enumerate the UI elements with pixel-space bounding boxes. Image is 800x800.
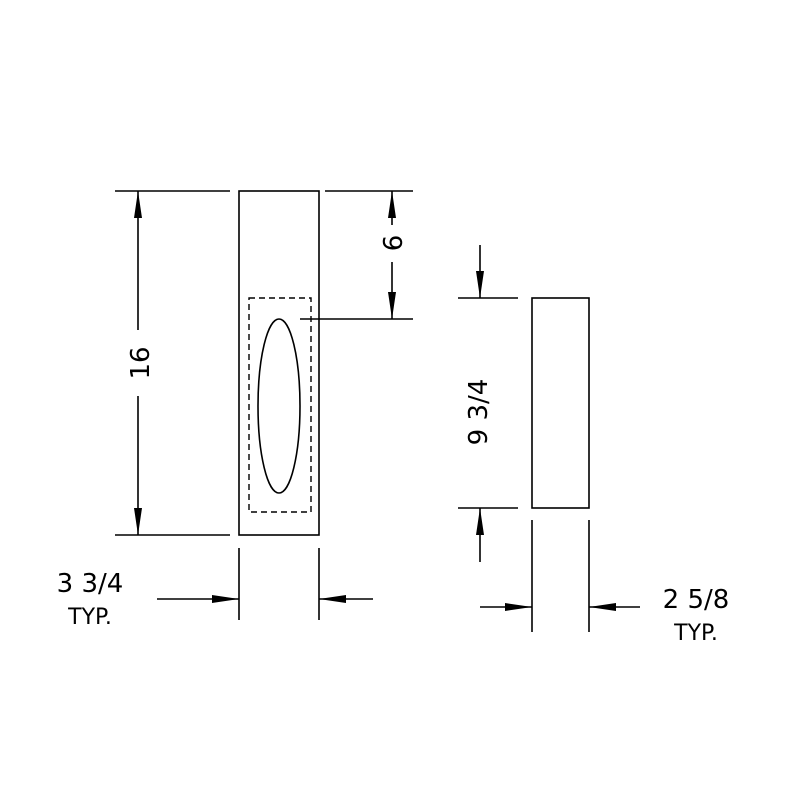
arrowhead-up (388, 191, 396, 218)
left-width-dimension: 3 3/4 TYP. (57, 548, 373, 630)
arrowhead-right (505, 603, 532, 611)
arrowhead-down (476, 271, 484, 298)
right-width-note: TYP. (673, 621, 718, 646)
left-view: 16 6 3 3/4 TYP. (57, 190, 413, 630)
left-width-note: TYP. (67, 605, 112, 630)
left-hand-slot (257, 318, 301, 494)
left-height-label: 16 (126, 346, 156, 379)
arrowhead-up (134, 191, 142, 218)
left-width-label: 3 3/4 (57, 569, 124, 599)
arrowhead-down (388, 292, 396, 319)
right-view: 9 3/4 2 5/8 TYP. (458, 245, 729, 646)
right-width-dimension: 2 5/8 TYP. (480, 520, 729, 646)
right-height-dimension: 9 3/4 (458, 245, 518, 562)
right-width-label: 2 5/8 (663, 585, 730, 615)
arrowhead-down (134, 508, 142, 535)
arrowhead-up (476, 508, 484, 535)
left-body-outline (238, 190, 320, 536)
arrowhead-right (212, 595, 239, 603)
arrowhead-left (319, 595, 346, 603)
left-offset-dimension: 6 (300, 190, 413, 320)
left-recess-hidden-line (248, 297, 312, 513)
left-height-dimension: 16 (115, 190, 230, 536)
right-body-outline (531, 297, 590, 509)
right-height-label: 9 3/4 (464, 379, 494, 446)
left-offset-label: 6 (379, 235, 409, 252)
arrowhead-left (589, 603, 616, 611)
